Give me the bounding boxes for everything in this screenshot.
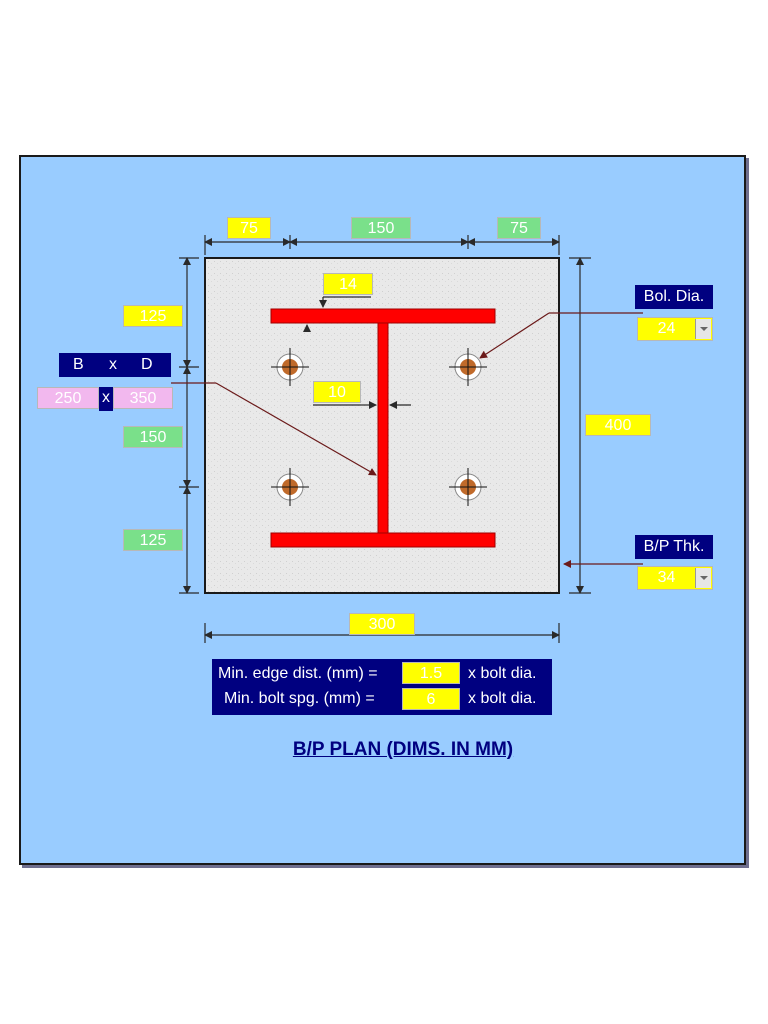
dim-top-right: 75 <box>497 217 541 239</box>
chevron-down-icon[interactable] <box>695 568 711 588</box>
left-dimension-lines <box>179 257 199 594</box>
section-header: B x D <box>59 353 171 377</box>
bolt-bottom-right <box>449 468 487 506</box>
bolt-top-right <box>449 348 487 386</box>
bolt-dia-value: 24 <box>657 320 676 337</box>
min-edge-unit: x bolt dia. <box>468 665 537 682</box>
dim-left-top[interactable]: 125 <box>123 305 183 327</box>
bolt-top-left <box>271 348 309 386</box>
dim-bottom-width[interactable]: 300 <box>349 613 415 635</box>
min-edge-label: Min. edge dist. (mm) = <box>218 665 378 682</box>
min-spg-unit: x bolt dia. <box>468 690 537 707</box>
section-d-value: 350 <box>113 387 173 409</box>
section-header-d: D <box>141 356 153 373</box>
section-leader <box>171 382 377 476</box>
chevron-down-icon[interactable] <box>695 319 711 339</box>
bottom-flange <box>270 532 496 548</box>
web-thickness-box[interactable]: 10 <box>313 381 361 403</box>
bolt-dia-leader <box>479 312 643 359</box>
top-flange <box>270 308 496 324</box>
section-sep: x <box>99 387 113 411</box>
flange-thickness-box[interactable]: 14 <box>323 273 373 295</box>
drawing-caption: B/P PLAN (DIMS. IN MM) <box>292 739 514 760</box>
baseplate-drawing <box>171 235 643 643</box>
top-dimension-lines <box>204 235 560 255</box>
bp-thk-value: 34 <box>657 569 676 586</box>
bolt-dia-label: Bol. Dia. <box>635 285 713 309</box>
bolt-dia-select[interactable]: 24 <box>637 317 713 341</box>
dim-top-left[interactable]: 75 <box>227 217 271 239</box>
bp-thk-select[interactable]: 34 <box>637 566 713 590</box>
min-spg-value[interactable]: 6 <box>402 688 460 710</box>
min-edge-value[interactable]: 1.5 <box>402 662 460 684</box>
web <box>377 322 389 534</box>
min-distance-box: Min. edge dist. (mm) = 1.5 x bolt dia. M… <box>212 659 552 715</box>
section-b-value: 250 <box>37 387 99 409</box>
right-dimension-line <box>569 257 591 594</box>
dim-right-height[interactable]: 400 <box>585 414 651 436</box>
min-spg-label: Min. bolt spg. (mm) = <box>224 690 375 707</box>
dim-top-mid: 150 <box>351 217 411 239</box>
section-header-b: B <box>73 356 84 373</box>
flange-thickness-leader <box>303 296 371 332</box>
bp-thk-label: B/P Thk. <box>635 535 713 559</box>
drawing-panel: 75 150 75 14 10 125 150 125 B x D 250 x … <box>19 155 746 865</box>
bolt-bottom-left <box>271 468 309 506</box>
section-header-x: x <box>109 356 117 373</box>
dim-left-bot: 125 <box>123 529 183 551</box>
dim-left-mid: 150 <box>123 426 183 448</box>
bottom-dimension-line <box>204 623 560 643</box>
